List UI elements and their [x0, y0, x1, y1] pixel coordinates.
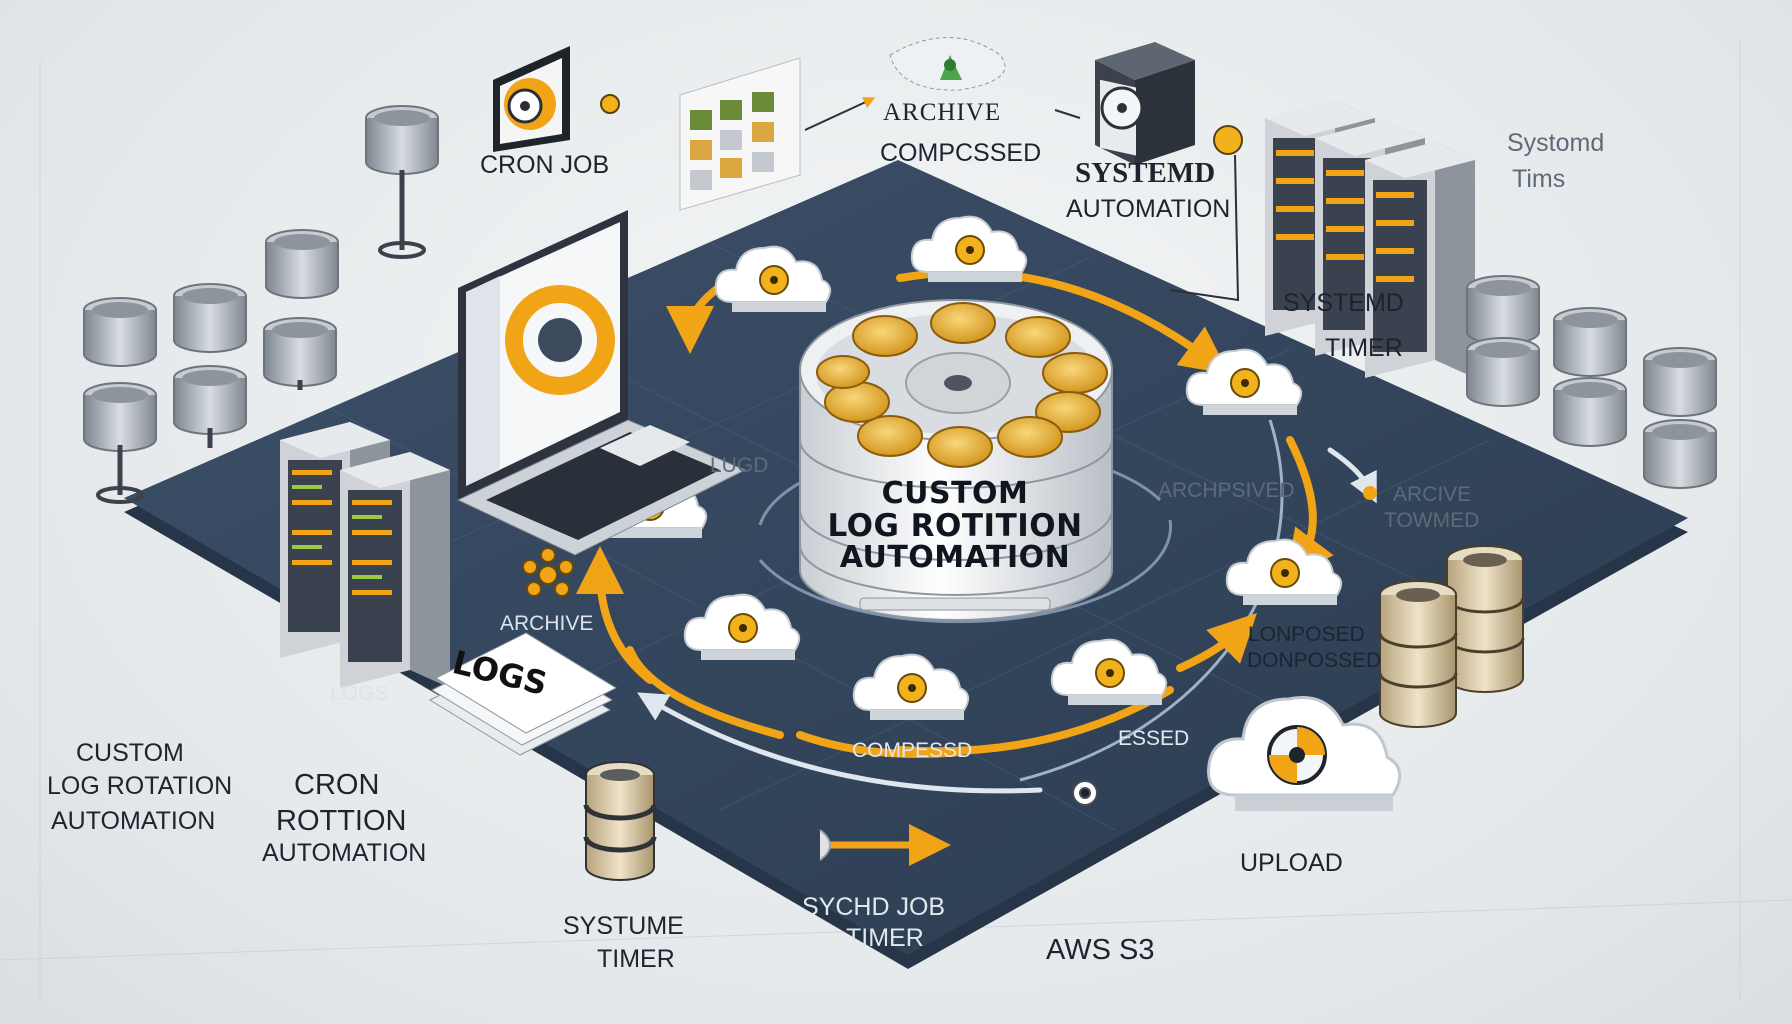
label-systemd-tims-2: Tims: [1512, 165, 1566, 193]
label-compesed-bottom: COMPESSD: [852, 739, 973, 762]
label-archive-top: ARCHIVE: [883, 99, 1002, 126]
logs-paper-stack: [428, 632, 618, 756]
label-upload: UPLOAD: [1240, 849, 1343, 877]
label-archpsived: ARCHPSIVED: [1158, 479, 1295, 502]
top-right-server-racks: [1265, 100, 1475, 378]
systemd-box: [1054, 42, 1243, 302]
label-lugd: LUGD: [710, 454, 769, 477]
label-archive-left: ARCHIVE: [500, 612, 594, 635]
orange-flow-arrows: [576, 264, 1334, 758]
label-arcive-towmed-2: TOWMED: [1384, 509, 1480, 532]
left-server-racks: [280, 422, 450, 688]
label-sychd-job-2: TIMER: [846, 924, 924, 952]
label-lonposed-1: LONPOSED: [1248, 623, 1365, 646]
label-essed: ESSED: [1118, 727, 1190, 750]
core-label: CUSTOM LOG ROTITION AUTOMATION: [795, 478, 1115, 574]
small-orange-arrow: [819, 824, 951, 866]
core-label-line-2: LOG ROTITION: [827, 507, 1083, 544]
label-custom-left-2: LOG ROTATION: [47, 772, 233, 800]
label-systemd-automation-2: AUTOMATION: [1066, 195, 1231, 223]
photo-board: [679, 57, 876, 211]
core-label-line-1: CUSTOM: [881, 476, 1029, 511]
label-systemd-automation-1: SYSTEMD: [1075, 157, 1216, 189]
label-cron-rottion-1: CRON: [294, 769, 380, 801]
gear-icons: [522, 486, 1377, 806]
label-systemd-tims-1: Systomd: [1507, 129, 1605, 157]
right-data-cylinders: [1378, 545, 1525, 728]
label-cron-rottion-3: AUTOMATION: [262, 839, 427, 867]
label-systemd-timer-1: SYSTEMD: [1283, 289, 1404, 317]
label-custom-left-3: AUTOMATION: [51, 807, 216, 835]
label-cron-job: CRON JOB: [480, 151, 610, 179]
label-systemd-timer-2: TIMER: [1325, 334, 1403, 362]
label-systume-timer-1: SYSTUME: [563, 912, 684, 940]
label-compessed-top: COMPCSSED: [880, 139, 1042, 167]
central-storage-drum: [799, 299, 1113, 621]
archive-top-icon: [889, 37, 1006, 91]
laptop: [456, 210, 747, 556]
label-systume-timer-2: TIMER: [597, 945, 675, 973]
upload-cloud: [1207, 696, 1402, 811]
label-sychd-job-1: SYCHD JOB: [802, 893, 946, 921]
label-custom-left-1: CUSTOM: [76, 739, 184, 767]
label-logs-small: LOGS: [330, 682, 389, 705]
left-storage-cans: [83, 105, 439, 504]
label-arcive-towmed-1: ARCIVE: [1393, 483, 1472, 506]
label-cron-rottion-2: ROTTION: [276, 805, 407, 837]
label-aws-s3: AWS S3: [1046, 934, 1155, 966]
cron-job-icon: [493, 46, 620, 152]
core-label-line-3: AUTOMATION: [839, 540, 1071, 576]
bottom-data-cylinder: [583, 761, 657, 881]
label-lonposed-2: DONPOSSED: [1247, 649, 1382, 672]
